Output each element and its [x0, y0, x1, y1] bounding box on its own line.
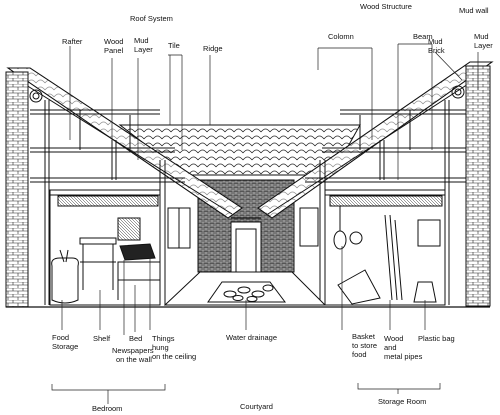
label-wood-panel-1: Wood	[104, 37, 123, 46]
storage-room-interior	[299, 189, 446, 306]
right-mud-brick-wall	[465, 65, 491, 307]
label-ridge: Ridge	[203, 44, 223, 53]
label-things-hung-2: hung	[152, 343, 169, 352]
label-shelf: Shelf	[93, 334, 111, 343]
bedroom-interior	[49, 189, 191, 306]
label-mud-layer-right-2: Layer	[474, 41, 493, 50]
label-food-storage-1: Food	[52, 333, 69, 342]
label-wood-pipes-1: Wood	[384, 334, 403, 343]
label-food-storage-2: Storage	[52, 342, 78, 351]
label-basket-3: food	[352, 350, 367, 359]
label-storage-room: Storage Room	[378, 397, 426, 406]
label-wood-pipes-2: and	[384, 343, 397, 352]
label-wood-pipes-3: metal pipes	[384, 352, 423, 361]
house-drawing	[5, 61, 494, 308]
label-mud-wall: Mud wall	[459, 6, 489, 15]
label-tile: Tile	[168, 41, 180, 50]
label-plastic-bag: Plastic bag	[418, 334, 455, 343]
label-wood-panel-2: Panel	[104, 46, 124, 55]
label-wood-structure: Wood Structure	[360, 2, 412, 11]
label-basket-1: Basket	[352, 332, 376, 341]
label-bed: Bed	[129, 334, 142, 343]
left-mud-brick-wall	[5, 71, 29, 308]
label-roof-system: Roof System	[130, 14, 173, 23]
label-bedroom: Bedroom	[92, 404, 122, 413]
label-water-drainage: Water drainage	[226, 333, 277, 342]
label-beam: Beam	[413, 32, 433, 41]
label-mud-brick-2: Brick	[428, 46, 445, 55]
label-basket-2: to store	[352, 341, 377, 350]
label-newspapers-1: Newspapers	[112, 346, 154, 355]
right-roof-framing	[305, 85, 466, 305]
labels: Roof System Wood Structure Mud wall Raft…	[52, 2, 493, 413]
leader-lines	[51, 43, 479, 404]
label-colomn: Colomn	[328, 32, 354, 41]
label-newspapers-2: on the wall	[116, 355, 152, 364]
label-mud-layer-right-1: Mud	[474, 32, 489, 41]
label-things-hung-3: on the ceiling	[152, 352, 196, 361]
label-mud-layer-left-2: Layer	[134, 45, 153, 54]
label-rafter: Rafter	[62, 37, 83, 46]
label-courtyard: Courtyard	[240, 402, 273, 411]
drainage-stones	[223, 284, 274, 302]
label-things-hung-1: Things	[152, 334, 175, 343]
label-mud-layer-left-1: Mud	[134, 36, 149, 45]
label-mud-brick-1: Mud	[428, 37, 443, 46]
